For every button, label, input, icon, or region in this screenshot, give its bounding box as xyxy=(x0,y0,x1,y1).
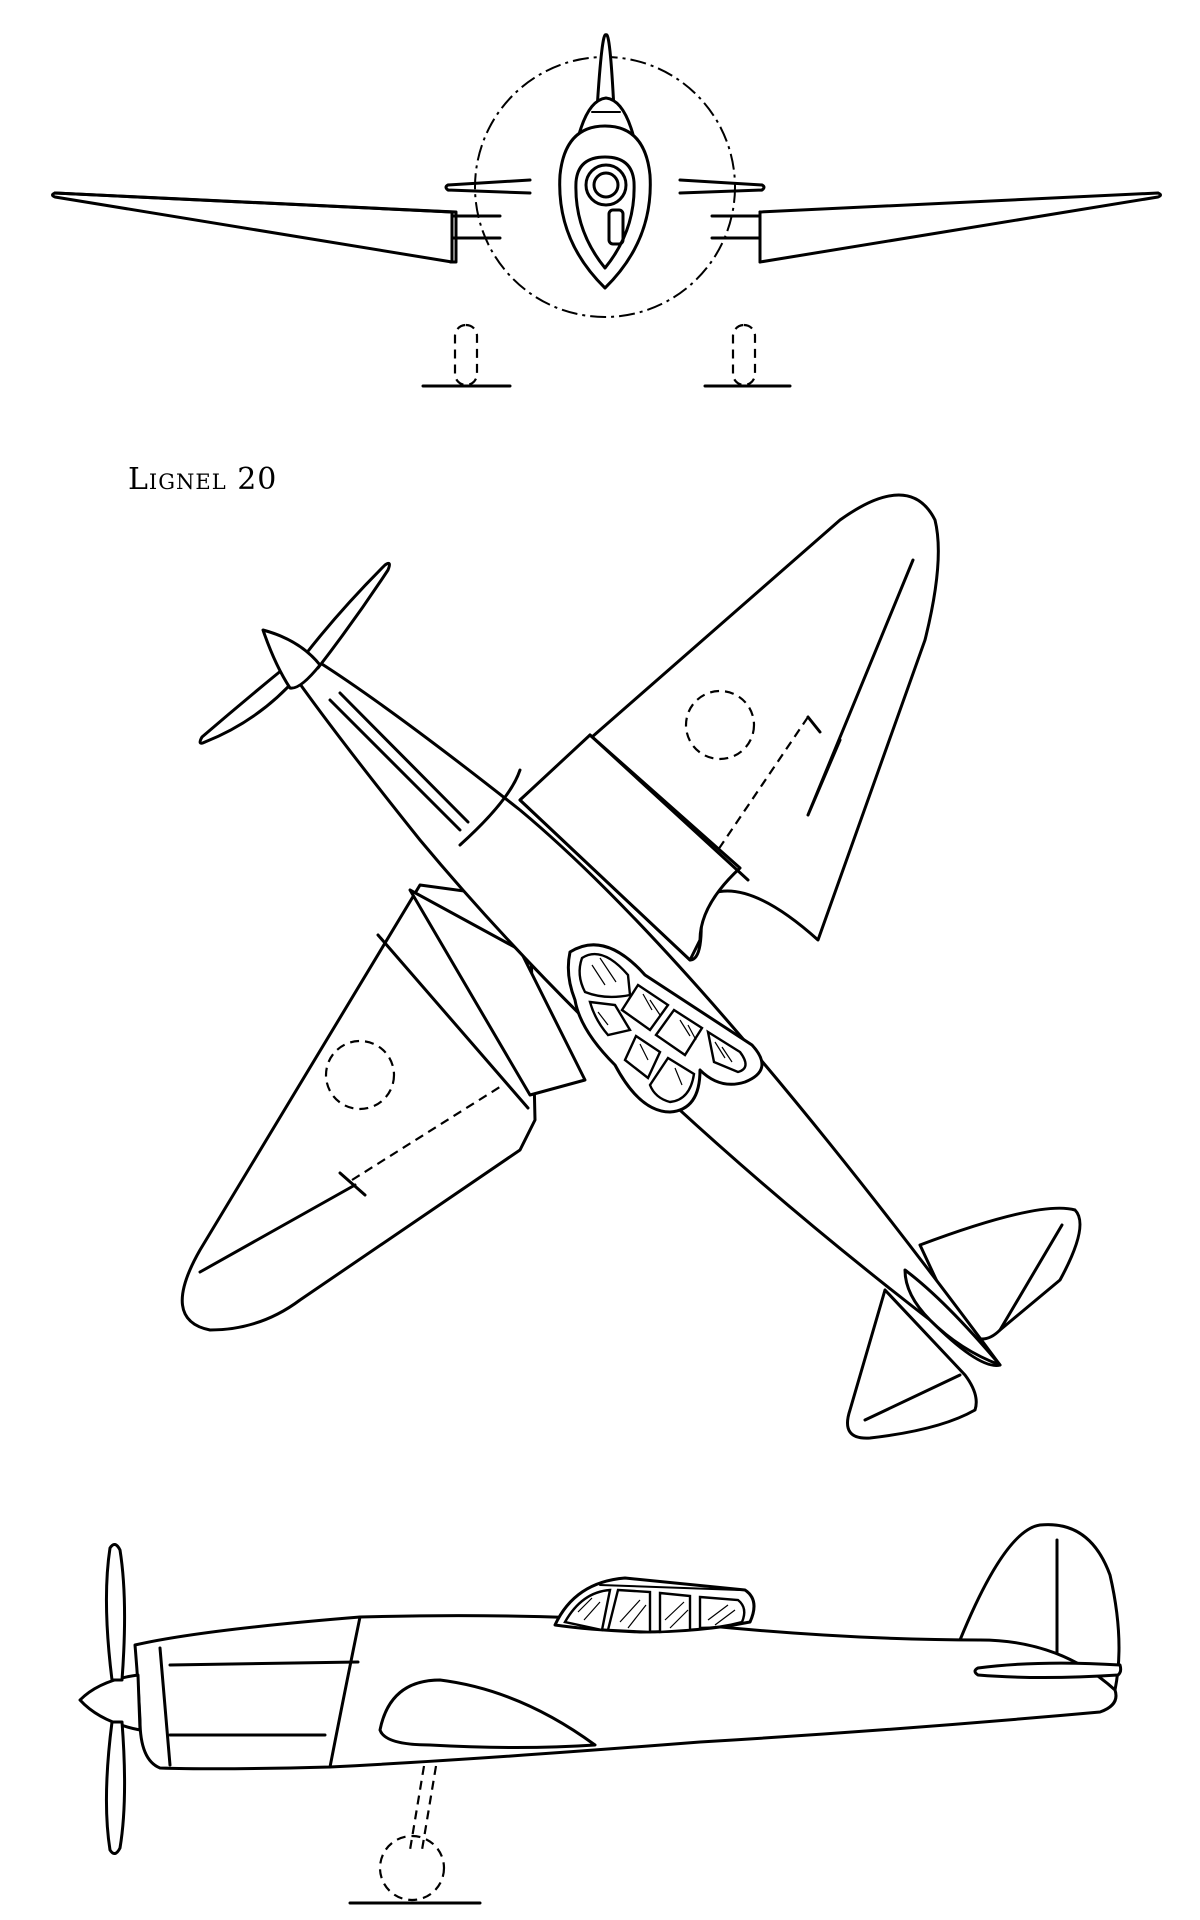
top-spinner xyxy=(261,628,322,690)
top-fin xyxy=(903,1268,1002,1367)
side-cowling-rear xyxy=(328,1615,362,1769)
side-propeller-lower-blade xyxy=(104,1720,127,1855)
top-lower-wing xyxy=(180,883,537,1332)
top-lower-wing-panel xyxy=(408,888,587,1097)
side-gear-leg xyxy=(408,1765,438,1851)
top-propeller-lower-blade xyxy=(198,663,300,745)
front-fuselage xyxy=(558,124,652,290)
front-spinner-hub xyxy=(592,171,620,199)
top-lower-aileron xyxy=(198,1171,367,1274)
top-left-elevator xyxy=(863,1373,962,1422)
side-wheel xyxy=(378,1834,446,1902)
top-lower-wing-section xyxy=(376,933,530,1110)
side-canopy-hatching xyxy=(577,1597,736,1629)
side-cowling-front xyxy=(158,1646,360,1767)
top-lower-roundel xyxy=(324,1039,396,1111)
front-cowl-inner xyxy=(574,155,636,270)
top-tailplane-right xyxy=(918,1206,1082,1341)
side-wing-root xyxy=(378,1678,597,1749)
front-view xyxy=(51,33,1162,388)
top-upper-flap xyxy=(717,716,809,851)
front-tailplane xyxy=(444,178,766,195)
drawing-title: Lignel 20 xyxy=(128,462,277,497)
top-canopy-pane-7 xyxy=(648,1056,696,1104)
top-view xyxy=(180,493,1082,1440)
top-upper-aileron xyxy=(806,558,915,817)
top-upper-flap-end xyxy=(806,715,822,734)
front-left-wing-root xyxy=(450,210,502,264)
top-tailplane-left xyxy=(846,1288,978,1440)
side-canopy-aft-pane xyxy=(698,1595,746,1630)
front-right-wing-outline xyxy=(758,191,1162,264)
aircraft-name: Lignel xyxy=(128,462,227,497)
side-canopy-rail xyxy=(599,1584,741,1591)
side-fuselage xyxy=(133,1614,1118,1771)
top-canopy-hatching xyxy=(591,957,733,1086)
front-spinner xyxy=(584,163,628,207)
side-spinner xyxy=(78,1673,142,1732)
front-air-intake xyxy=(607,208,625,246)
top-canopy-pane-4 xyxy=(706,1029,747,1074)
top-canopy-pane-2 xyxy=(620,983,670,1032)
side-view xyxy=(78,1523,1123,1905)
top-canopy-pane-3 xyxy=(654,1008,704,1057)
top-exhaust xyxy=(328,691,470,832)
top-upper-wing-section xyxy=(588,733,750,882)
top-cowling-line xyxy=(458,768,522,847)
top-propeller-upper-blade xyxy=(303,561,391,670)
top-canopy-pane-5 xyxy=(588,1000,632,1037)
front-right-wheel xyxy=(731,323,757,387)
front-left-wing-outline xyxy=(51,191,454,264)
side-propeller-upper-blade xyxy=(104,1543,127,1682)
side-canopy-front-pane xyxy=(563,1588,612,1632)
top-canopy-pane-6 xyxy=(623,1034,662,1080)
front-fin xyxy=(595,33,616,112)
top-right-elevator xyxy=(998,1223,1064,1332)
top-upper-wing-panel xyxy=(518,733,742,962)
front-right-wing-root xyxy=(710,210,762,264)
front-left-wheel xyxy=(453,323,479,387)
aircraft-number: 20 xyxy=(237,462,278,497)
side-tailplane xyxy=(973,1661,1123,1679)
top-upper-roundel xyxy=(684,689,756,761)
